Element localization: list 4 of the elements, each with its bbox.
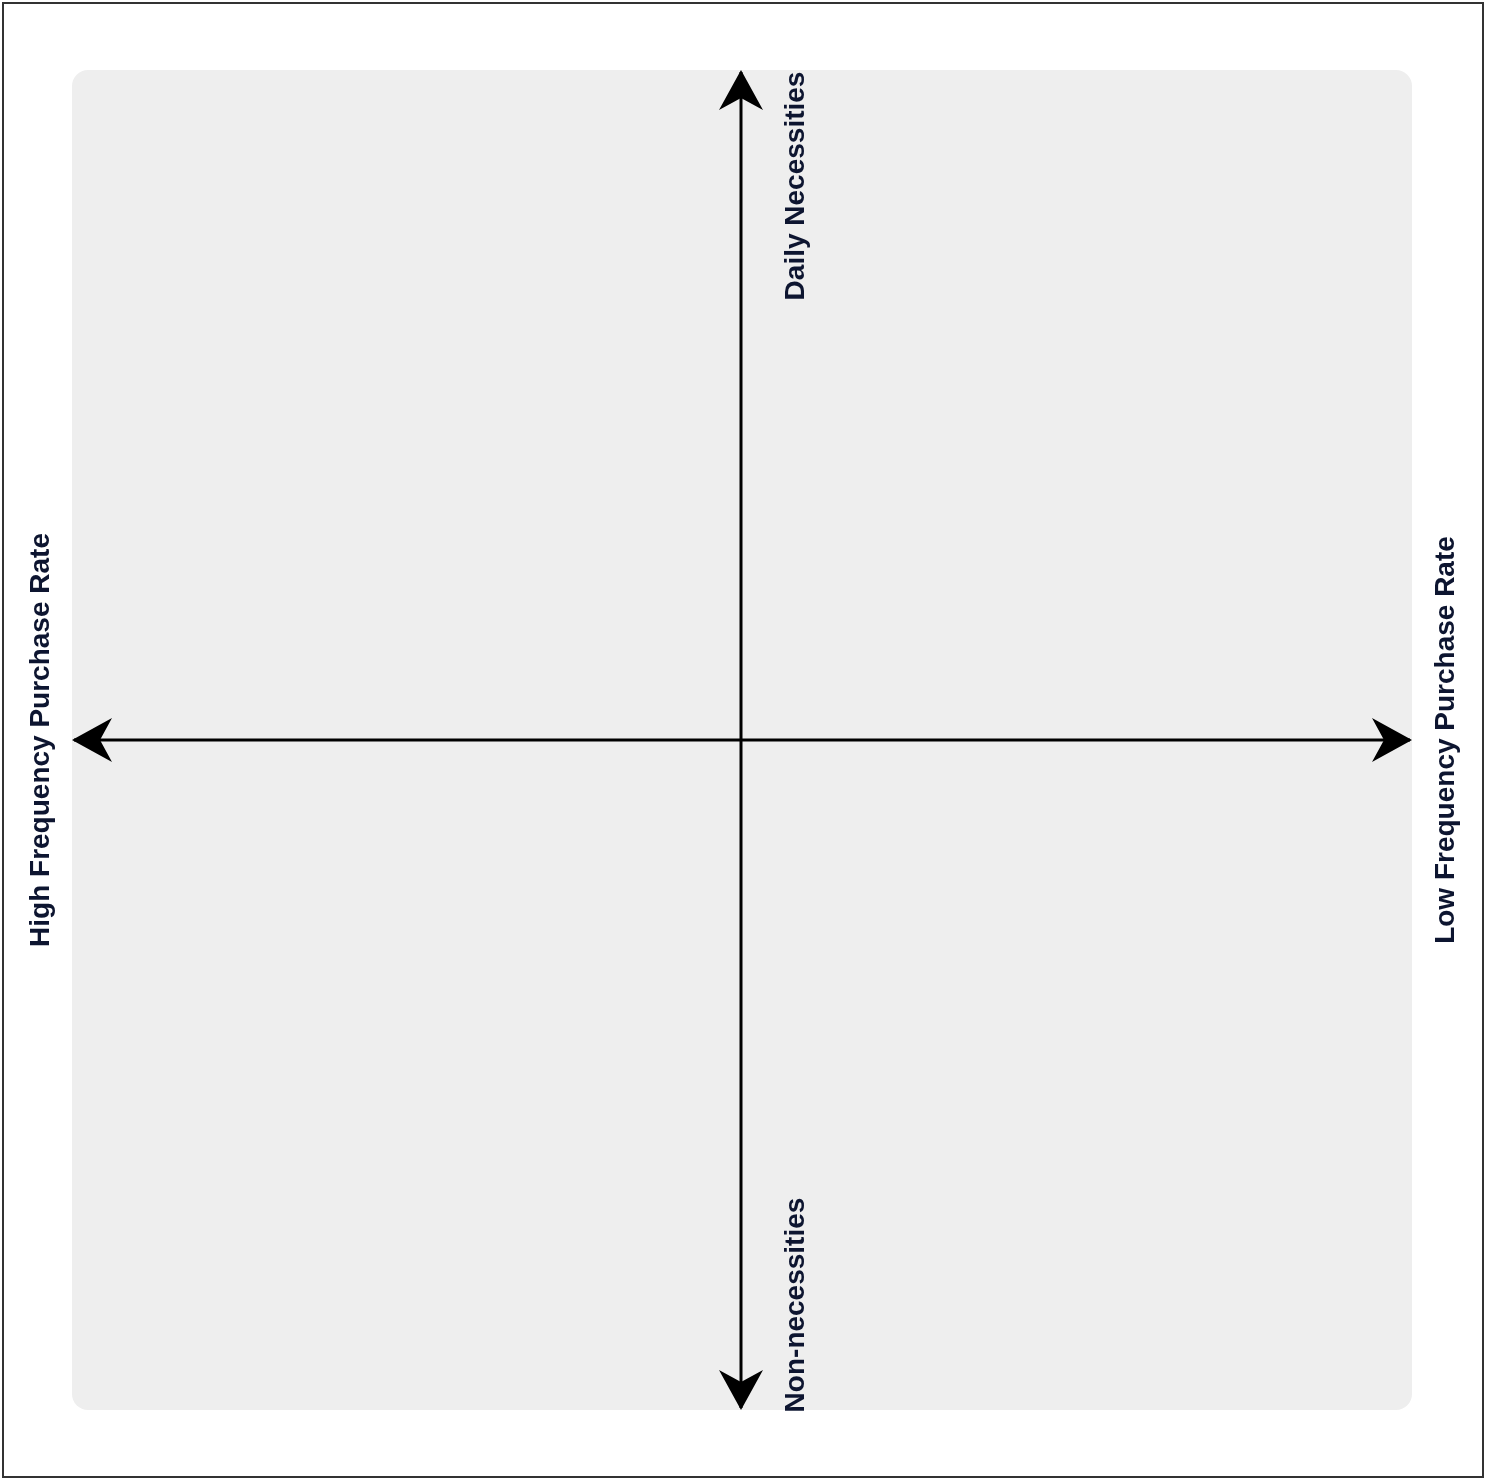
axis-label: High Frequency Purchase Rate	[26, 533, 54, 947]
axis-label: Non-necessities	[781, 1197, 809, 1413]
axis-label: Daily Necessities	[781, 71, 809, 301]
axis-label: Low Frequency Purchase Rate	[1431, 536, 1459, 944]
